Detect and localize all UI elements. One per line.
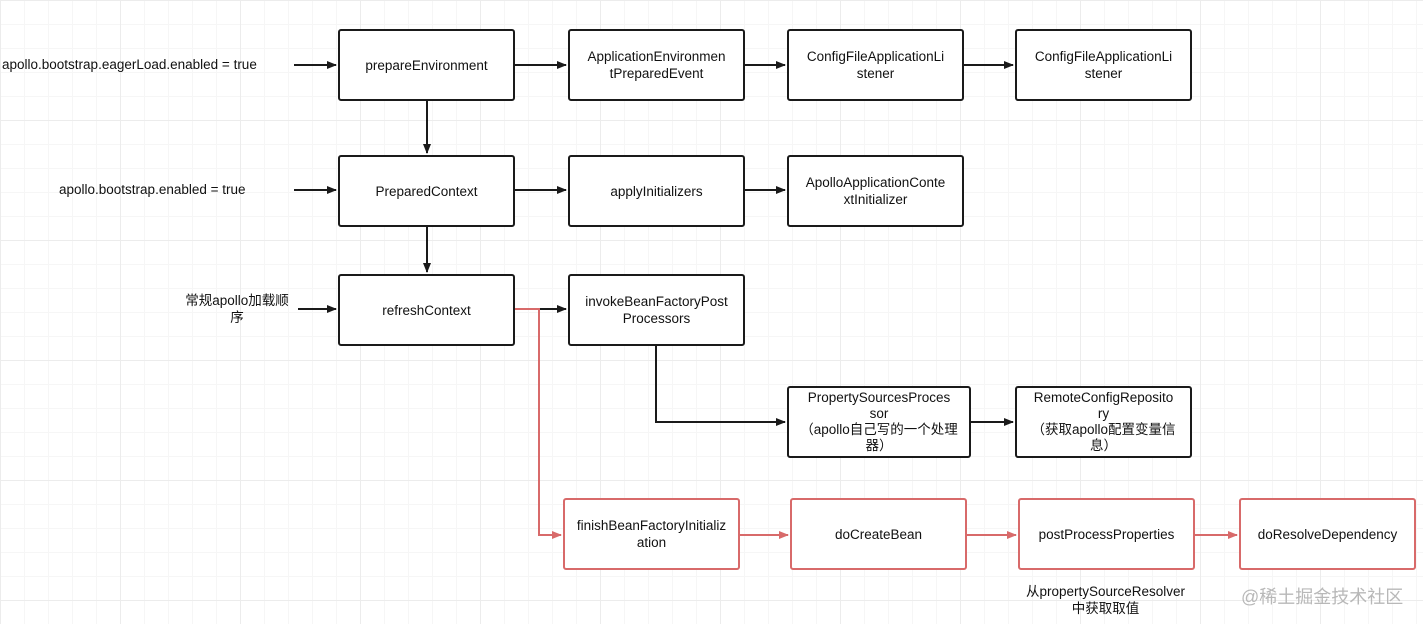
edge-invoke-to-property-sources: [655, 346, 786, 426]
normal-order-label: 常规apollo加载顺 序: [185, 293, 289, 325]
node-apply-initializers: applyInitializers: [568, 155, 745, 227]
eagerload-label: apollo.bootstrap.eagerLoad.enabled = tru…: [2, 57, 257, 72]
node-prepared-context: PreparedContext: [338, 155, 515, 227]
node-property-sources-processor: PropertySourcesProces sor （apollo自己写的一个处…: [787, 386, 971, 458]
resolver-note-label: 从propertySourceResolver 中获取取值: [1025, 584, 1186, 616]
node-apollo-application-context-initializer: ApolloApplicationConte xtInitializer: [787, 155, 964, 227]
node-finish-bean-factory-initialization: finishBeanFactoryInitializ ation: [563, 498, 740, 570]
watermark: @稀土掘金技术社区: [1241, 587, 1404, 607]
node-refresh-context: refreshContext: [338, 274, 515, 346]
edge-refresh-to-finish: [515, 308, 562, 539]
node-prepare-environment: prepareEnvironment: [338, 29, 515, 101]
node-config-file-application-listener-1: ConfigFileApplicationLi stener: [787, 29, 964, 101]
node-invoke-bean-factory-post-processors: invokeBeanFactoryPost Processors: [568, 274, 745, 346]
node-do-create-bean: doCreateBean: [790, 498, 967, 570]
node-config-file-application-listener-2: ConfigFileApplicationLi stener: [1015, 29, 1192, 101]
bootstrap-enabled-label: apollo.bootstrap.enabled = true: [59, 182, 246, 197]
node-remote-config-repository: RemoteConfigReposito ry （获取apollo配置变量信 息…: [1015, 386, 1192, 458]
node-do-resolve-dependency: doResolveDependency: [1239, 498, 1416, 570]
node-post-process-properties: postProcessProperties: [1018, 498, 1195, 570]
node-application-environment-prepared-event: ApplicationEnvironmen tPreparedEvent: [568, 29, 745, 101]
